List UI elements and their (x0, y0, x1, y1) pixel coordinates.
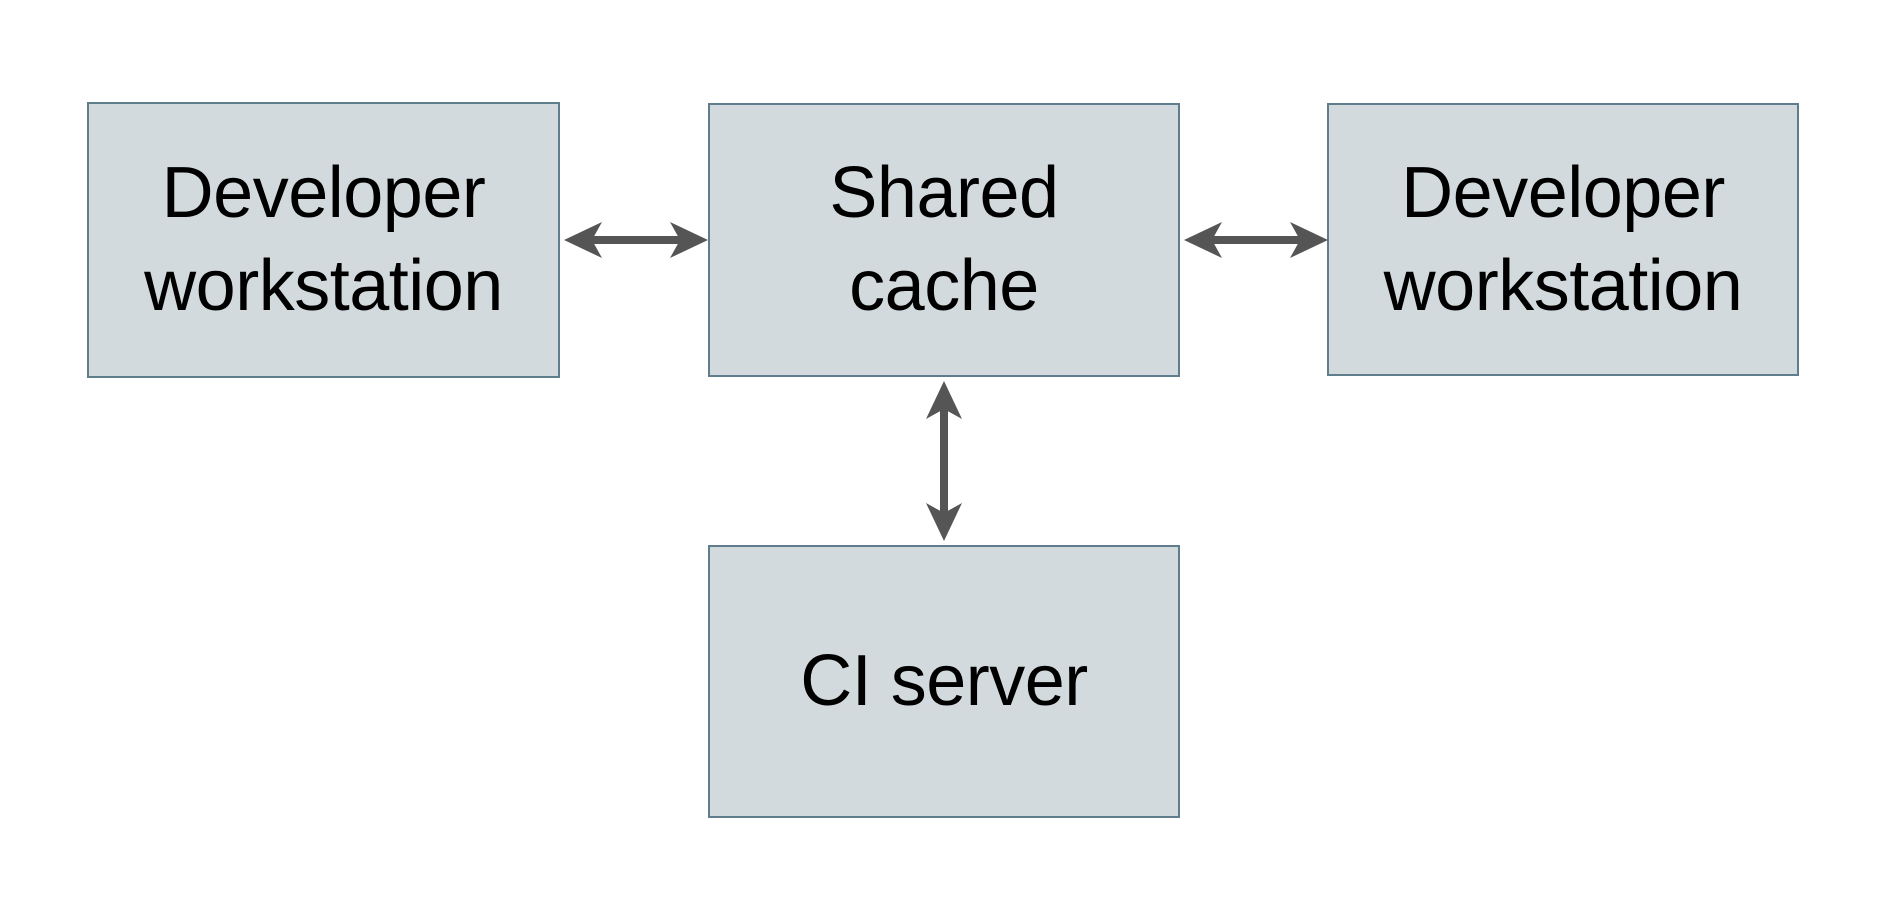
node-label-shared-cache: Shared cache (829, 153, 1059, 326)
node-label-developer-workstation-left: Developer workstation (144, 153, 503, 326)
bidirectional-arrow-cache-ci (926, 381, 962, 541)
bidirectional-arrow-cache-right (1184, 222, 1328, 258)
node-ci-server: CI server (708, 545, 1180, 818)
node-shared-cache: Shared cache (708, 103, 1180, 377)
node-label-developer-workstation-right: Developer workstation (1383, 152, 1743, 326)
bidirectional-arrow-left-cache (564, 222, 708, 258)
node-developer-workstation-left: Developer workstation (87, 102, 560, 378)
node-developer-workstation-right: Developer workstation (1327, 103, 1799, 376)
node-label-ci-server: CI server (800, 641, 1088, 722)
